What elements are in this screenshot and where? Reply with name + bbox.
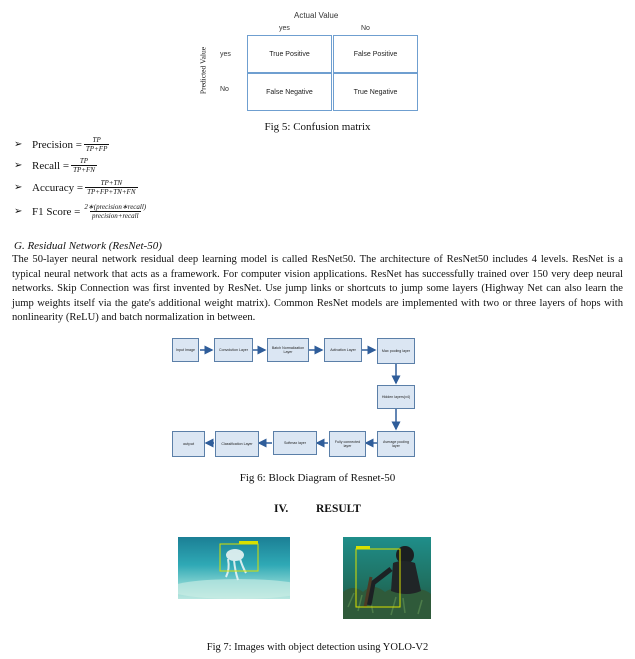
section-title: RESULT bbox=[315, 503, 361, 515]
cm-col-yes: yes bbox=[279, 25, 290, 32]
block-output: output bbox=[172, 431, 205, 457]
section-g-paragraph: The 50-layer neural network residual dee… bbox=[12, 254, 623, 324]
block-hidden-layers: Hidden layers(x4) bbox=[377, 385, 415, 409]
block-convolution: Convolution Layer bbox=[214, 338, 253, 362]
formula-numerator: 2∗(precision∗recall) bbox=[84, 203, 147, 211]
block-diagram-arrows bbox=[200, 345, 401, 448]
cm-title: Actual Value bbox=[294, 11, 339, 20]
formula-precision: ➢ Precision = TP TP+FP bbox=[14, 136, 110, 153]
formula-denominator: TP+FP+TN+FN bbox=[85, 187, 138, 196]
formula-fraction: 2∗(precision∗recall) precision+recall bbox=[82, 203, 148, 220]
formula-accuracy: ➢ Accuracy = TP+TN TP+FP+TN+FN bbox=[14, 179, 138, 196]
formula-label: Accuracy = bbox=[32, 181, 84, 194]
formula-numerator: TP+TN bbox=[100, 179, 123, 187]
block-classification: Classification Layer bbox=[215, 431, 259, 457]
formula-fraction: TP TP+FP bbox=[83, 136, 110, 153]
section-result-heading: IV. RESULT bbox=[0, 503, 635, 515]
formula-denominator: precision+recall bbox=[89, 211, 141, 220]
block-input-image: Input Image bbox=[172, 338, 199, 362]
block-batch-norm: Batch Normalization Layer bbox=[267, 338, 309, 362]
bullet-arrow-icon: ➢ bbox=[14, 182, 23, 193]
block-average-pooling: Average pooling layer bbox=[377, 431, 415, 457]
cm-cell-fn: False Negative bbox=[247, 73, 332, 111]
section-g-heading: G. Residual Network (ResNet-50) bbox=[14, 240, 162, 252]
formula-label: F1 Score = bbox=[32, 205, 81, 218]
formula-recall: ➢ Recall = TP TP+FN bbox=[14, 157, 97, 174]
block-max-pooling: Max pooling layer bbox=[377, 338, 415, 364]
cm-col-no: No bbox=[361, 25, 370, 32]
formula-f1-score: ➢ F1 Score = 2∗(precision∗recall) precis… bbox=[14, 203, 148, 220]
formula-numerator: TP bbox=[92, 136, 101, 144]
image-underwater-jellyfish bbox=[178, 537, 290, 599]
bullet-arrow-icon: ➢ bbox=[14, 206, 23, 217]
formula-label: Recall = bbox=[32, 159, 70, 172]
formula-label: Precision = bbox=[32, 138, 82, 151]
cm-cell-fp: False Positive bbox=[333, 35, 418, 73]
formula-numerator: TP bbox=[79, 157, 89, 165]
cm-cell-tp: True Positive bbox=[247, 35, 332, 73]
block-fully-connected: Fully connected layer bbox=[329, 431, 366, 457]
cm-row-yes: yes bbox=[220, 51, 231, 58]
fig7-caption: Fig 7: Images with object detection usin… bbox=[206, 642, 429, 653]
formula-fraction: TP TP+FN bbox=[71, 157, 97, 174]
fig6-caption: Fig 6: Block Diagram of Resnet-50 bbox=[239, 472, 396, 484]
section-number: IV. bbox=[274, 503, 289, 515]
cm-row-no: No bbox=[220, 86, 229, 93]
bullet-arrow-icon: ➢ bbox=[14, 160, 23, 171]
image-diver-detection bbox=[343, 537, 431, 619]
fig5-caption: Fig 5: Confusion matrix bbox=[264, 121, 371, 133]
cm-cell-tn: True Negative bbox=[333, 73, 418, 111]
formula-fraction: TP+TN TP+FP+TN+FN bbox=[85, 179, 138, 196]
block-activation: Activation Layer bbox=[324, 338, 362, 362]
jellyfish-scene bbox=[178, 537, 290, 599]
formula-denominator: TP+FP bbox=[83, 144, 110, 153]
formula-denominator: TP+FN bbox=[71, 165, 97, 174]
bullet-arrow-icon: ➢ bbox=[14, 139, 23, 150]
diver-scene bbox=[343, 537, 431, 619]
block-softmax: Softmax layer bbox=[273, 431, 317, 455]
